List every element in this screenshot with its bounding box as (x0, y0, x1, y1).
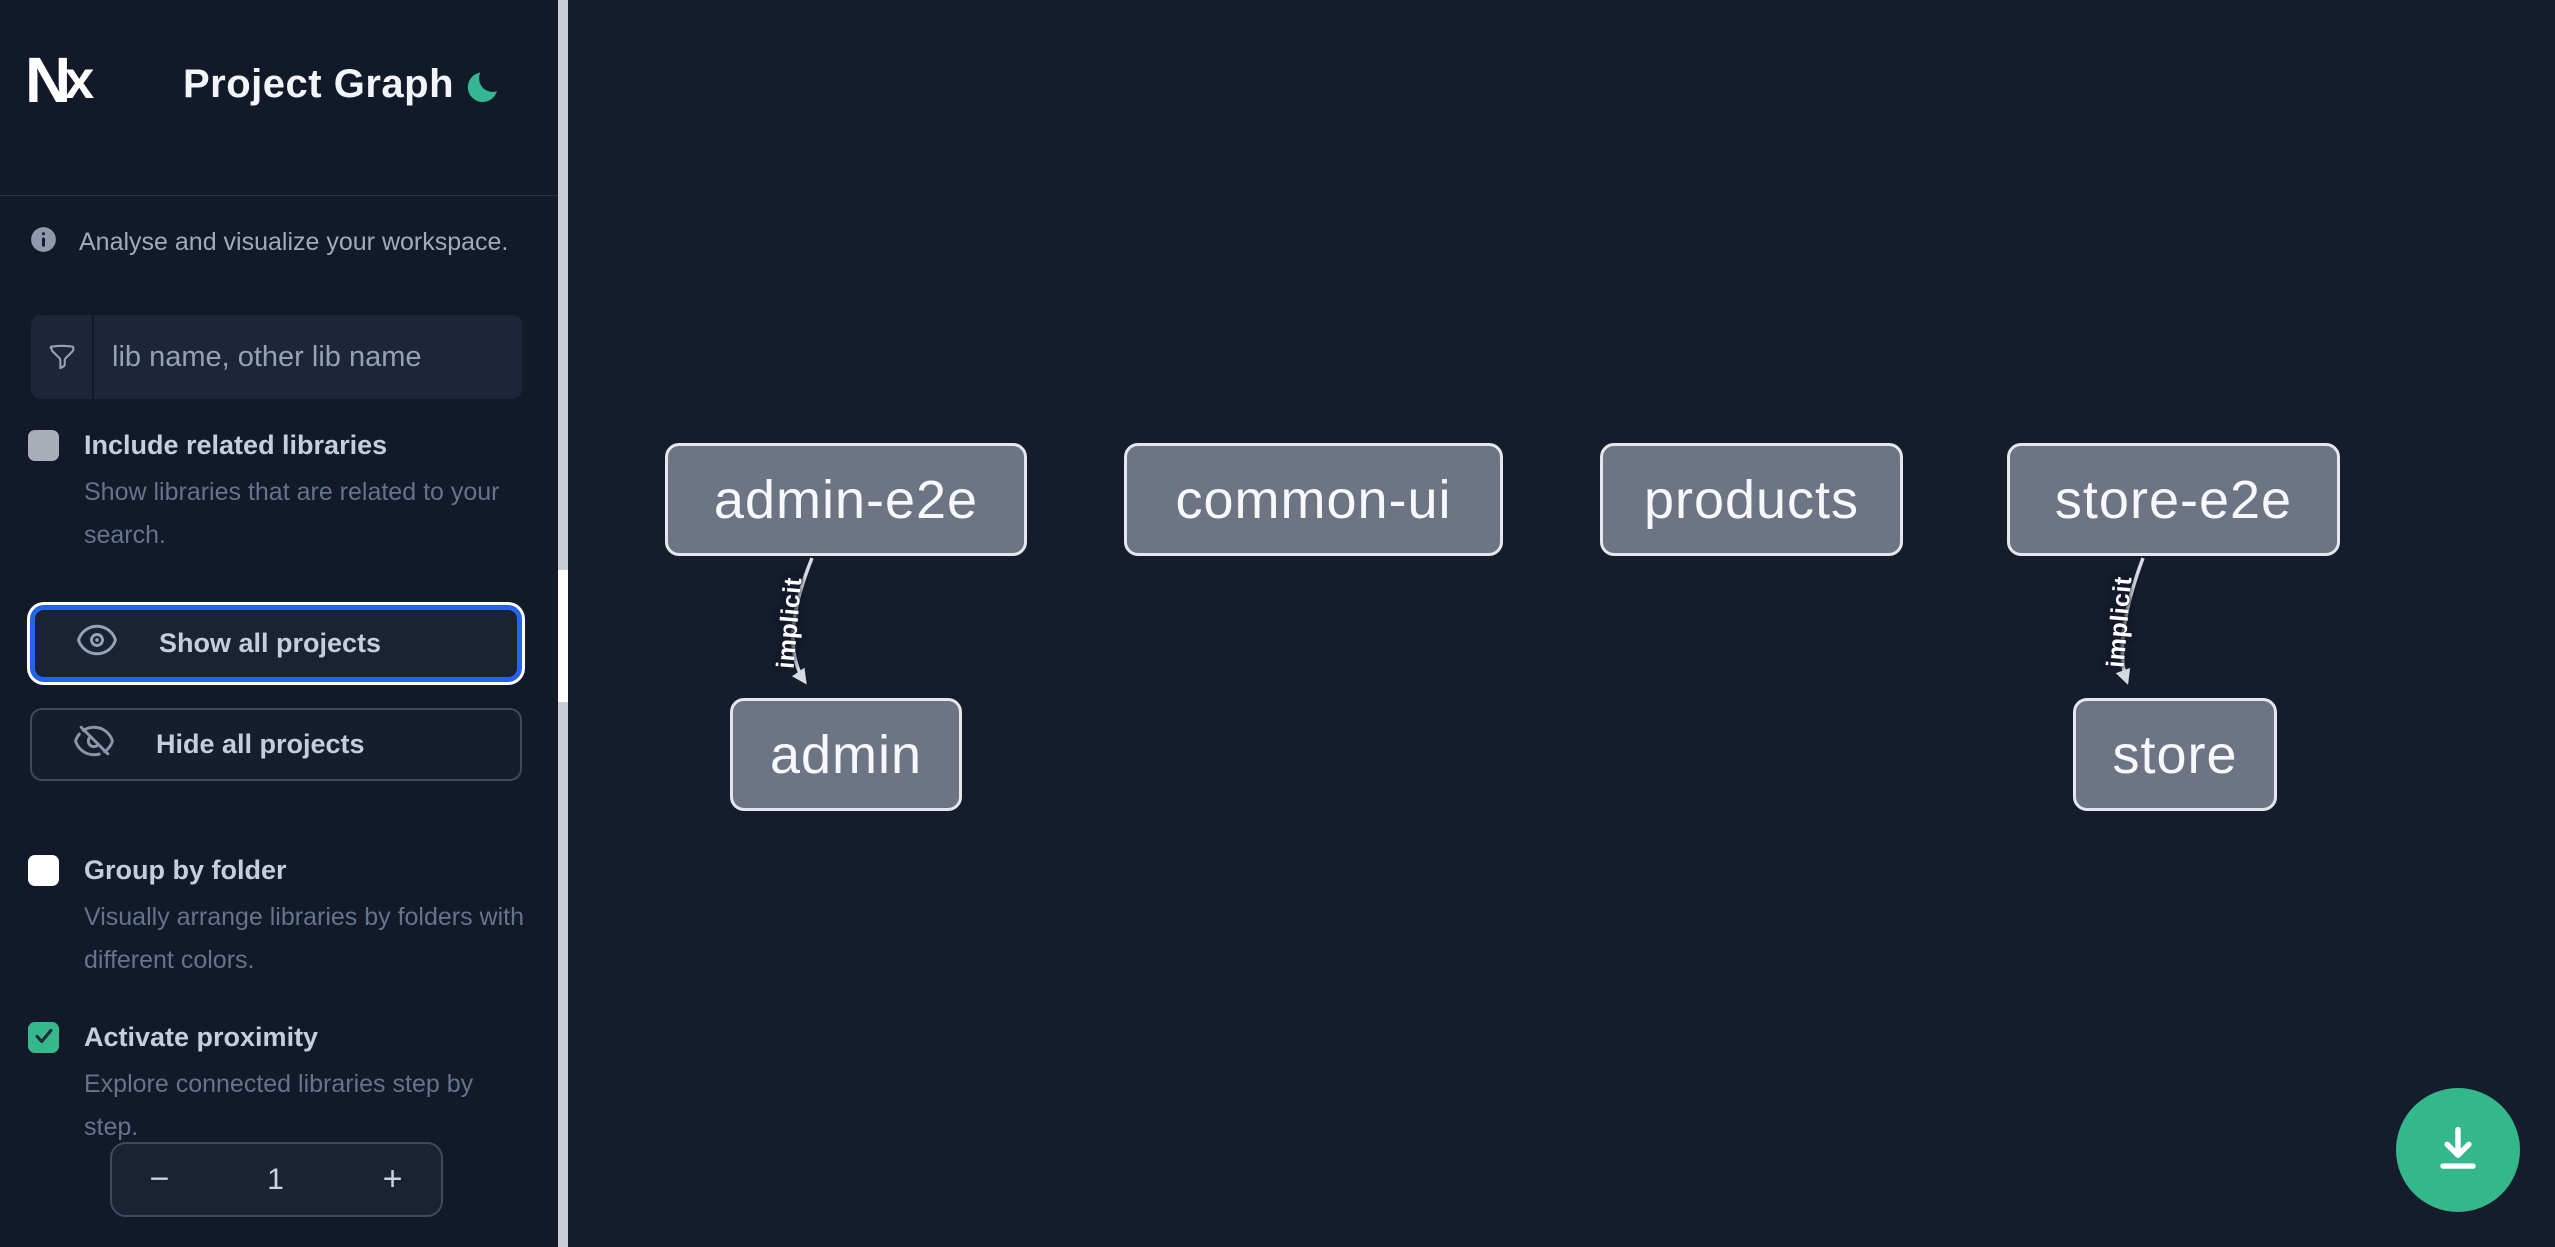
include-related-description: Show libraries that are related to your … (84, 478, 500, 549)
graph-node-admin[interactable]: admin (730, 698, 962, 811)
graph-node-store[interactable]: store (2073, 698, 2277, 811)
hide-all-projects-button[interactable]: Hide all projects (30, 708, 522, 781)
edge-store-e2e-to-store (2115, 557, 2145, 685)
group-by-folder-description: Visually arrange libraries by folders wi… (84, 903, 525, 974)
edge-admin-e2e-to-admin (791, 557, 814, 685)
activate-proximity-checkbox[interactable] (28, 1022, 59, 1053)
option-include-related: Include related libraries Show libraries… (28, 430, 528, 557)
proximity-depth-value[interactable]: 1 (267, 1162, 284, 1196)
graph-node-products[interactable]: products (1600, 443, 1903, 556)
tagline-row: Analyse and visualize your workspace. (30, 226, 530, 258)
project-graph-canvas[interactable]: implicit implicit admin-e2e common-ui pr… (568, 0, 2555, 1247)
show-all-projects-label: Show all projects (159, 628, 382, 658)
funnel-icon (31, 315, 94, 399)
graph-node-admin-e2e[interactable]: admin-e2e (665, 443, 1027, 556)
tagline-text: Analyse and visualize your workspace. (79, 227, 509, 256)
dark-mode-toggle[interactable] (466, 66, 504, 106)
increment-button[interactable]: + (344, 1144, 441, 1215)
page-title: Project Graph (183, 62, 455, 106)
group-by-folder-checkbox[interactable] (28, 855, 59, 886)
nx-logo-n: N (25, 44, 71, 116)
moon-icon (466, 72, 504, 109)
decrement-button[interactable]: − (112, 1144, 207, 1215)
include-related-label: Include related libraries (84, 430, 388, 460)
eye-slash-icon (72, 719, 116, 770)
group-by-folder-label: Group by folder (84, 855, 287, 885)
nx-logo-x: x (64, 50, 94, 110)
activate-proximity-description: Explore connected libraries step by step… (84, 1070, 474, 1141)
checkmark-icon (33, 1025, 55, 1050)
download-graph-button[interactable] (2396, 1088, 2520, 1212)
graph-node-common-ui[interactable]: common-ui (1124, 443, 1503, 556)
activate-proximity-label: Activate proximity (84, 1022, 319, 1052)
option-group-by-folder: Group by folder Visually arrange librari… (28, 855, 528, 982)
download-icon (2427, 1118, 2489, 1183)
option-activate-proximity: Activate proximity Explore connected lib… (28, 1022, 528, 1149)
proximity-depth-stepper: − 1 + (110, 1142, 443, 1217)
graph-node-store-e2e[interactable]: store-e2e (2007, 443, 2340, 556)
filter-box (31, 315, 522, 399)
hide-all-projects-label: Hide all projects (156, 729, 365, 759)
include-related-checkbox[interactable] (28, 430, 59, 461)
sidebar-scrollbar-thumb[interactable] (558, 570, 568, 702)
sidebar-scrollbar-track (558, 0, 568, 1247)
graph-edges (791, 557, 2145, 685)
info-icon (30, 226, 57, 258)
show-all-projects-button[interactable]: Show all projects (30, 605, 522, 682)
filter-input[interactable] (94, 315, 522, 399)
header-divider (0, 195, 558, 196)
eye-icon (75, 618, 119, 669)
